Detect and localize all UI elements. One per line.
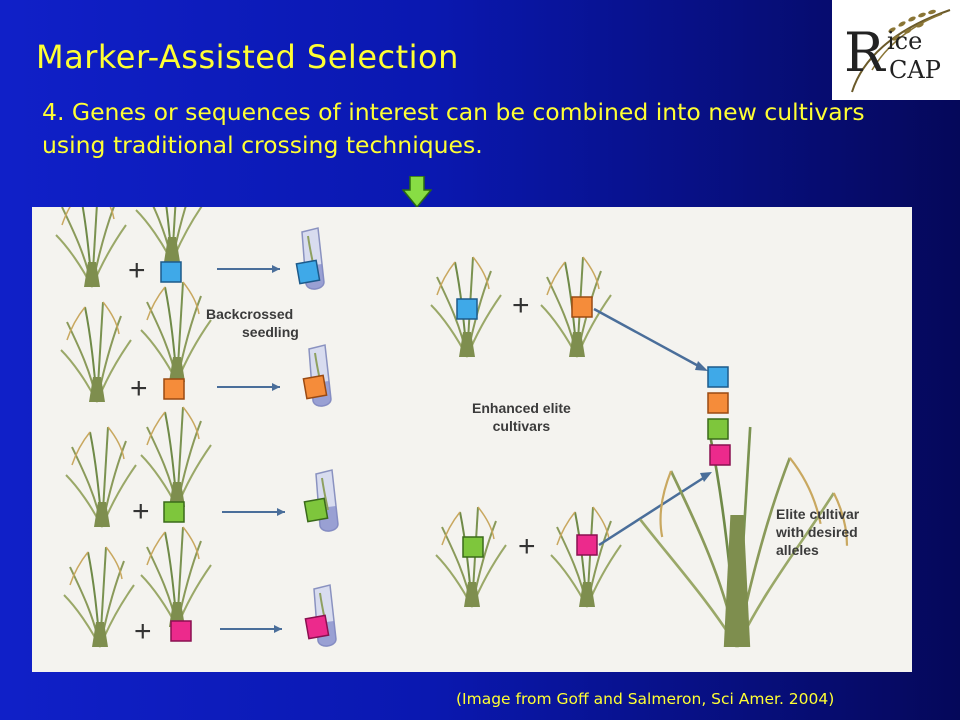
plus-sign-2: + [130,372,148,405]
logo-r: R [844,21,885,84]
figure-panel: + + + + + + Backcrossed seedling Enhance… [32,207,912,672]
logo-cap: CAP [889,56,941,84]
plus-sign-5: + [512,289,530,322]
ricecap-logo: R ice CAP [832,0,960,100]
logo-ice: ice [887,27,923,55]
plus-sign-4: + [134,615,152,648]
rice-stalk-icon [851,9,951,93]
cross-row-1 [55,207,325,291]
plus-sign-1: + [128,254,146,287]
plus-sign-3: + [132,495,150,528]
down-arrow-icon [402,176,432,208]
elite-cultivar [639,426,849,648]
enhanced-cultivars [430,256,712,608]
breeding-diagram [55,207,849,648]
cross-row-4 [63,526,337,648]
plus-sign-6: + [518,530,536,563]
cross-row-2 [60,281,332,408]
elite-allele-stack [707,366,731,466]
backcrossed-seedling-label: Backcrossed seedling [206,306,299,340]
image-credit: (Image from Goff and Salmeron, Sci Amer.… [456,690,835,708]
slide-title: Marker-Assisted Selection [36,38,459,76]
elite-cultivar-label: Elite cultivar with desired alleles [776,506,860,558]
enhanced-elite-label: Enhanced elite cultivars [472,400,571,434]
slide-subtitle: 4. Genes or sequences of interest can be… [42,98,865,159]
cross-row-3 [65,406,339,533]
